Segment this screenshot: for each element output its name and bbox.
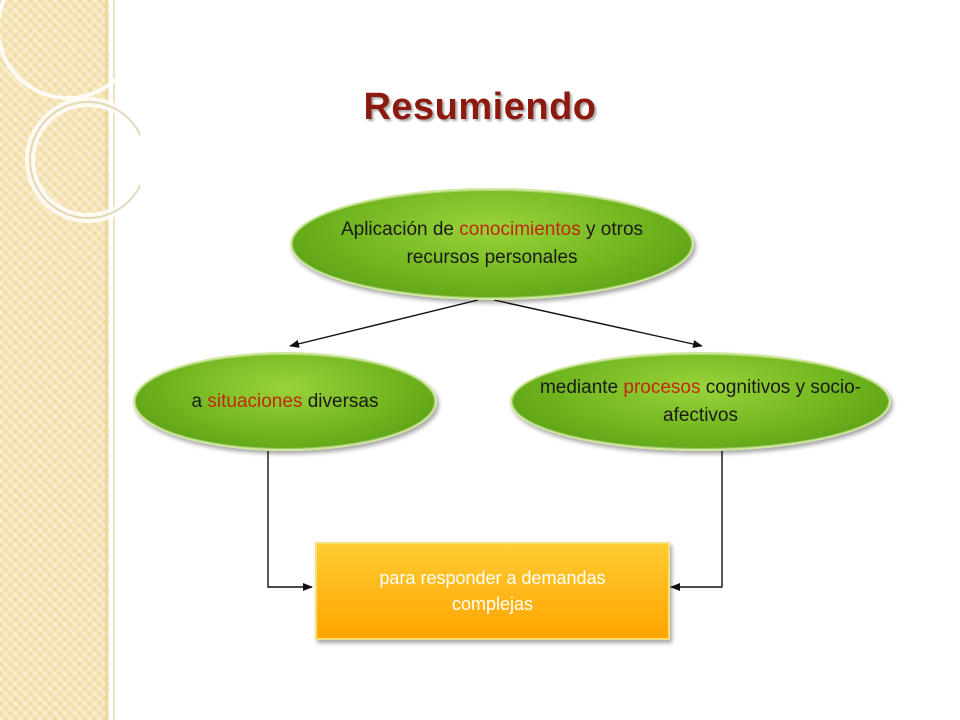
arrow-left-to-box: [267, 451, 313, 591]
node-procesos-before: mediante: [539, 376, 624, 398]
node-procesos-highlight: procesos: [623, 376, 701, 398]
node-situaciones: a situaciones diversas: [133, 352, 437, 451]
node-aplicacion-before: Aplicación de: [340, 219, 460, 241]
node-demandas-text: para responder a demandas complejas: [379, 567, 606, 614]
slide-title: Resumiendo: [363, 86, 597, 128]
node-aplicacion: Aplicación de conocimientos y otros recu…: [290, 188, 694, 300]
node-aplicacion-highlight: conocimientos: [459, 219, 581, 241]
node-procesos: mediante procesos cognitivos y socio-afe…: [510, 352, 891, 451]
node-procesos-text: mediante procesos cognitivos y socio-afe…: [512, 374, 889, 429]
node-aplicacion-text: Aplicación de conocimientos y otros recu…: [292, 216, 692, 271]
node-situaciones-highlight: situaciones: [207, 390, 303, 412]
arrow-top-to-left: [289, 299, 479, 348]
side-band-edge: [105, 0, 109, 720]
node-demandas-complejas: para responder a demandas complejas: [315, 542, 670, 640]
arrow-right-to-box: [670, 451, 723, 591]
node-situaciones-before: a: [191, 390, 208, 412]
arrow-top-to-right: [493, 299, 703, 348]
node-aplicacion-after: y otros recursos personales: [406, 219, 644, 268]
node-situaciones-after: diversas: [302, 390, 379, 412]
deco-circle-outline: [29, 101, 140, 219]
side-band-line: [113, 0, 115, 720]
decorative-circles: [0, 0, 140, 223]
node-procesos-after: cognitivos y socio-afectivos: [663, 376, 862, 426]
deco-circle-large: [0, 0, 140, 100]
node-situaciones-text: a situaciones diversas: [166, 388, 405, 416]
